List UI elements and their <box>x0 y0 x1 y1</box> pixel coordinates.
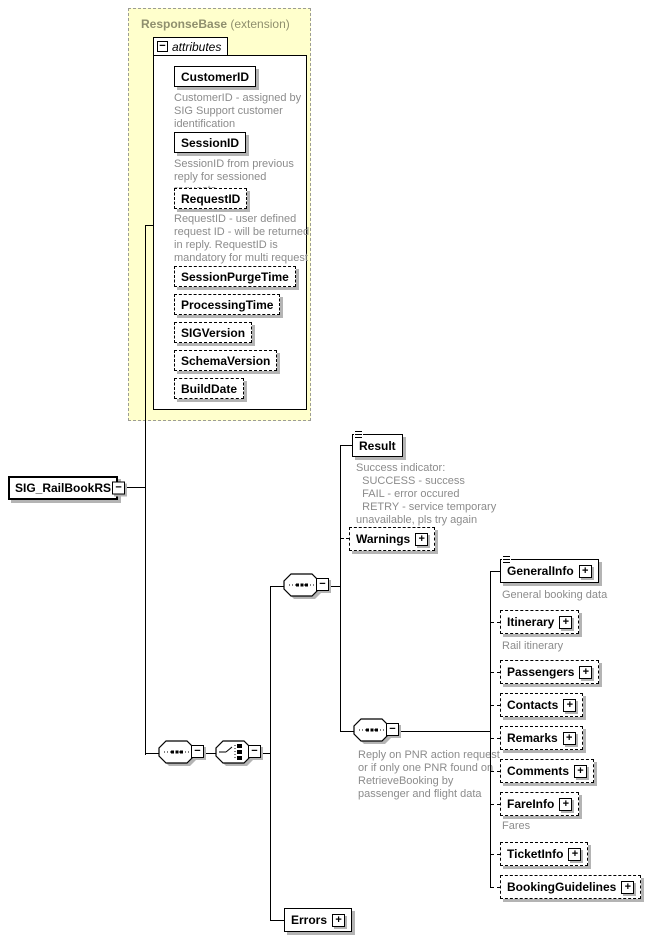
element-result[interactable]: Result <box>352 430 403 457</box>
choice-icon[interactable]: − <box>215 740 261 770</box>
element-generalinfo[interactable]: GeneralInfo + <box>500 555 599 583</box>
connector-line <box>341 731 355 732</box>
expand-icon[interactable]: + <box>559 615 573 629</box>
element-ticketinfo[interactable]: TicketInfo + <box>500 842 589 866</box>
expand-icon[interactable]: + <box>568 847 582 861</box>
expand-icon[interactable]: + <box>578 564 592 578</box>
sequence-icon[interactable]: − <box>283 573 329 603</box>
expand-icon[interactable]: + <box>563 698 577 712</box>
connector-line <box>271 920 284 921</box>
annotation-itinerary: Rail itinerary <box>502 640 564 652</box>
annotation-pnr-sequence: Reply on PNR action request or if only o… <box>358 749 500 800</box>
element-fareinfo[interactable]: FareInfo + <box>500 792 580 816</box>
connector-line <box>145 225 146 755</box>
text-content-icon <box>502 555 511 563</box>
element-contacts[interactable]: Contacts + <box>500 693 584 717</box>
connector-line <box>491 854 500 855</box>
element-passengers[interactable]: Passengers + <box>500 660 600 684</box>
expand-icon[interactable]: + <box>332 913 346 927</box>
expand-icon[interactable]: + <box>559 797 573 811</box>
element-comments[interactable]: Comments + <box>500 759 595 783</box>
annotation-result: Success indicator: SUCCESS - success FAI… <box>356 462 497 526</box>
expand-icon[interactable]: + <box>562 731 576 745</box>
attributes-label: attributes <box>172 39 222 54</box>
connector-line <box>491 804 500 805</box>
connector-line <box>328 586 341 587</box>
collapse-icon[interactable]: − <box>157 41 168 52</box>
expand-icon[interactable]: + <box>574 764 588 778</box>
annotation-customerid: CustomerID - assigned by SIG Support cus… <box>174 92 302 130</box>
connector-line <box>491 887 500 888</box>
connector-line <box>491 622 500 623</box>
connector-line <box>271 586 285 587</box>
sequence-icon[interactable]: − <box>158 740 204 770</box>
connector-line <box>110 487 145 488</box>
annotation-requestid: RequestID - user defined request ID - wi… <box>174 213 310 264</box>
connector-line <box>340 445 341 732</box>
attribute-sigversion[interactable]: SIGVersion <box>174 322 253 343</box>
collapse-icon[interactable]: − <box>386 723 399 736</box>
element-warnings[interactable]: Warnings + <box>349 527 436 551</box>
element-itinerary[interactable]: Itinerary + <box>500 610 580 634</box>
connector-line <box>146 753 160 754</box>
annotation-generalinfo: General booking data <box>502 589 608 601</box>
element-bookingguidelines[interactable]: BookingGuidelines + <box>500 875 642 899</box>
connector-line <box>260 753 271 754</box>
text-content-icon <box>354 430 363 438</box>
connector-line <box>491 571 500 572</box>
sequence-icon[interactable]: − <box>353 718 399 748</box>
connector-line <box>203 753 217 754</box>
attribute-builddate[interactable]: BuildDate <box>174 378 245 399</box>
collapse-icon[interactable]: − <box>248 745 261 758</box>
collapse-icon[interactable]: − <box>316 578 329 591</box>
attribute-sessionid[interactable]: SessionID <box>174 132 247 153</box>
attributes-tab: − attributes <box>153 37 229 56</box>
connector-line <box>398 731 490 732</box>
connector-line <box>491 705 500 706</box>
connector-line <box>491 672 500 673</box>
connector-line <box>491 771 500 772</box>
attribute-processingtime[interactable]: ProcessingTime <box>174 294 281 315</box>
collapse-icon[interactable]: − <box>191 745 204 758</box>
collapse-icon[interactable]: − <box>112 481 126 495</box>
extension-title: ResponseBase (extension) <box>141 17 290 31</box>
attribute-customerid[interactable]: CustomerID <box>174 66 257 87</box>
element-remarks[interactable]: Remarks + <box>500 726 583 750</box>
connector-line <box>491 738 500 739</box>
connector-line <box>490 571 491 888</box>
expand-icon[interactable]: + <box>579 665 593 679</box>
attribute-schemaversion[interactable]: SchemaVersion <box>174 350 278 371</box>
connector-line <box>341 445 352 446</box>
expand-icon[interactable]: + <box>621 880 635 894</box>
connector-line <box>146 225 154 226</box>
connector-line <box>270 586 271 921</box>
attribute-requestid[interactable]: RequestID <box>174 188 248 209</box>
element-errors[interactable]: Errors + <box>284 908 353 932</box>
element-sig-railbookrs[interactable]: SIG_RailBookRS − <box>8 476 126 500</box>
extension-base-name: ResponseBase <box>141 17 228 31</box>
annotation-sessionid: SessionID from previous reply for sessio… <box>174 158 294 196</box>
extension-suffix: (extension) <box>227 17 290 31</box>
expand-icon[interactable]: + <box>415 532 429 546</box>
connector-line <box>341 538 349 539</box>
attribute-sessionpurgetime[interactable]: SessionPurgeTime <box>174 266 296 287</box>
annotation-fareinfo: Fares <box>502 820 531 832</box>
